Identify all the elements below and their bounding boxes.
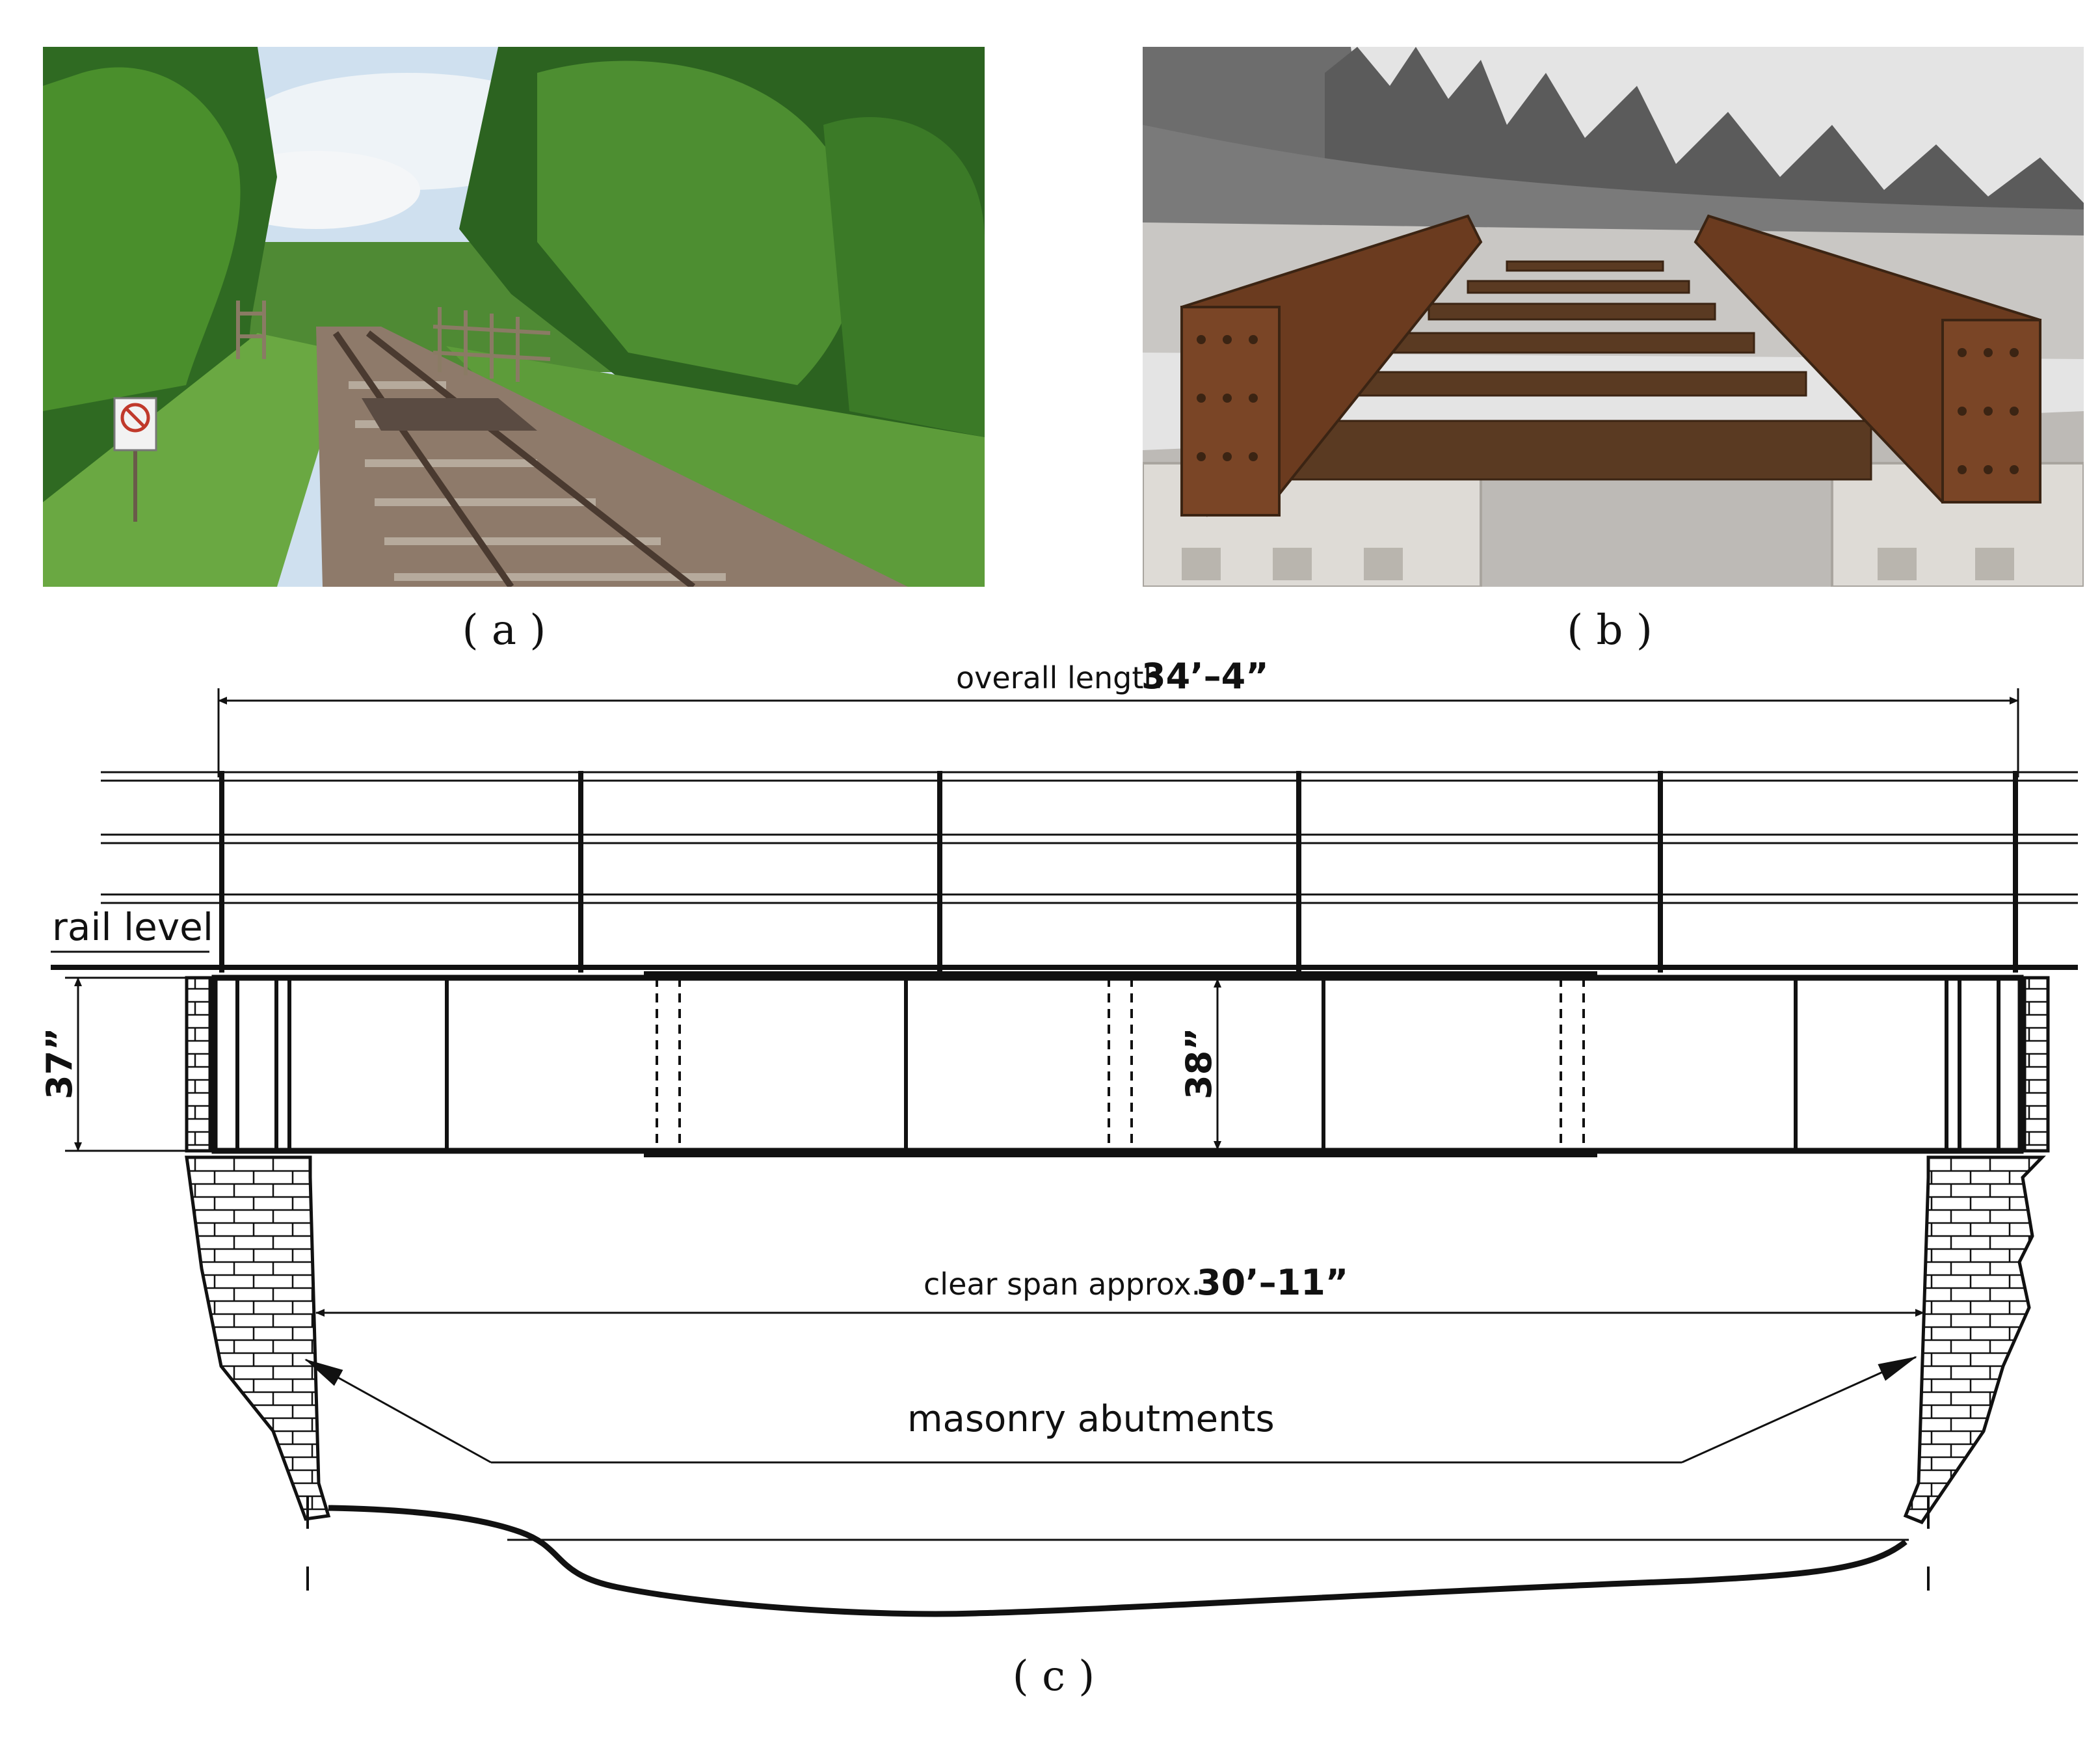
overall-length-label: overall length [956,660,1163,695]
main-girder [211,975,2024,1154]
ground-profile-line [328,1505,1907,1617]
steel-girder-photo-icon [1143,47,2084,587]
railway-track-photo-icon [43,47,985,587]
photo-b-steel-girders [1143,47,2084,587]
left-masonry-abutment [185,1155,331,1521]
photo-a-railway-track [43,47,985,587]
clear-span-value: 30’–11” [1197,1262,1348,1303]
girder-depth-inner: 38” [1178,1027,1219,1099]
caption-b: ( b ) [1567,606,1653,654]
caption-a: ( a ) [462,606,546,654]
girder-depth-outer: 37” [39,1027,80,1099]
clear-span-label: clear span approx. [924,1267,1201,1302]
overall-length-value: 34’–4” [1141,656,1269,697]
masonry-abutments-label: masonry abutments [907,1398,1275,1440]
right-masonry-abutment [1903,1155,2046,1525]
rail-level-label: rail level [52,905,213,949]
caption-c: ( c ) [1012,1652,1095,1701]
